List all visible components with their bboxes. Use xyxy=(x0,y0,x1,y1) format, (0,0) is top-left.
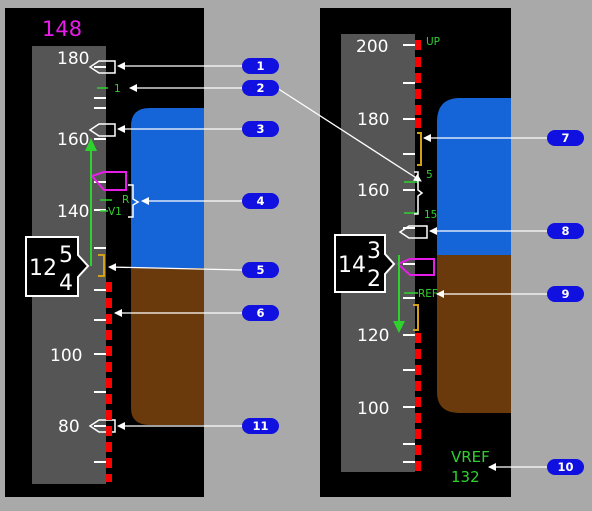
left-scale-label: 160 xyxy=(57,130,89,150)
callout-badge xyxy=(242,305,279,321)
right-vref-label: VREF xyxy=(451,448,490,466)
right-bracket-icon xyxy=(414,171,424,215)
right-scale-label: 180 xyxy=(357,110,389,130)
left-speed-bug-80 xyxy=(88,419,116,433)
right-speed-display: 200 180 160 120 100 UP 5 15 REF xyxy=(320,8,511,497)
callout-badge xyxy=(547,223,584,239)
callout-badge xyxy=(242,193,279,209)
right-scale-label: 160 xyxy=(357,181,389,201)
left-current-speed-main: 12 xyxy=(29,256,57,281)
left-current-speed-lower: 4 xyxy=(59,271,73,296)
left-current-speed-upper: 5 xyxy=(59,243,73,268)
left-speed-bug-160 xyxy=(88,123,116,137)
callout-number: 8 xyxy=(561,224,569,238)
right-ref-label: REF xyxy=(418,288,438,300)
right-sky-region xyxy=(437,98,511,255)
left-speed-bug-180 xyxy=(88,60,116,74)
leader-2b xyxy=(276,87,422,182)
right-flap-marker-up: UP xyxy=(426,36,440,48)
left-scale-label: 140 xyxy=(57,202,89,222)
callout-number: 2 xyxy=(256,81,264,95)
left-rotate-label: R xyxy=(122,194,129,206)
right-selected-speed-bug xyxy=(396,258,435,276)
callout-badge xyxy=(242,121,279,137)
left-flap-marker-label: 1 xyxy=(114,83,121,95)
right-scale-label: 200 xyxy=(356,37,388,57)
callout-badge xyxy=(547,130,584,146)
left-ground-region xyxy=(131,268,204,425)
right-scale-label: 120 xyxy=(357,326,389,346)
left-scale-label: 80 xyxy=(58,417,80,437)
callout-badge xyxy=(242,262,279,278)
callout-number: 11 xyxy=(252,419,268,433)
callout-number: 10 xyxy=(557,460,573,474)
leader-5 xyxy=(108,263,243,272)
callout-number: 1 xyxy=(256,59,264,73)
right-current-speed-upper: 3 xyxy=(367,239,381,264)
callout-badge xyxy=(547,459,584,475)
right-flap-marker-15: 15 xyxy=(424,209,437,221)
callout-leaders xyxy=(108,62,547,471)
left-speed-trend-arrow-icon xyxy=(85,138,97,151)
right-speed-trend-arrow-icon xyxy=(393,321,405,333)
callout-badge xyxy=(242,58,279,74)
callout-number: 4 xyxy=(256,194,264,208)
left-selected-speed: 148 xyxy=(42,17,82,41)
callout-number: 7 xyxy=(561,131,569,145)
callout-badges: 1 2 3 4 5 6 7 8 9 10 11 xyxy=(242,58,584,475)
left-speed-display: 148 180 160 140 100 80 1 xyxy=(5,8,204,497)
right-scale-label: 100 xyxy=(357,399,389,419)
callout-badge xyxy=(242,80,279,96)
right-ground-region xyxy=(437,255,511,413)
right-amber-bracket-bottom xyxy=(413,304,419,331)
right-barber-pole-bottom xyxy=(415,333,421,471)
right-current-speed-lower: 2 xyxy=(367,267,381,292)
callout-number: 6 xyxy=(256,306,264,320)
left-sky-region xyxy=(131,108,204,268)
right-current-speed-main: 14 xyxy=(338,253,366,278)
right-flap-marker-5: 5 xyxy=(426,169,433,181)
left-scale-label: 180 xyxy=(57,49,89,69)
callout-number: 5 xyxy=(256,263,264,277)
left-scale-label: 100 xyxy=(50,346,82,366)
right-speed-bug xyxy=(398,225,428,239)
callout-badge xyxy=(547,286,584,302)
left-current-speed-box xyxy=(25,236,90,297)
right-amber-bracket-top xyxy=(417,132,422,166)
right-barber-pole-top xyxy=(415,40,421,128)
callout-number: 9 xyxy=(561,287,569,301)
left-v1-label: V1 xyxy=(108,206,122,218)
left-amber-bracket xyxy=(98,254,105,277)
left-selected-speed-bug xyxy=(90,171,127,191)
left-barber-pole xyxy=(106,282,112,482)
right-current-speed-box xyxy=(334,234,396,293)
right-tick-marks xyxy=(403,44,415,463)
right-vref-value: 132 xyxy=(451,468,480,486)
left-bracket-icon xyxy=(128,184,140,218)
callout-badge xyxy=(242,418,279,434)
callout-number: 3 xyxy=(256,122,264,136)
